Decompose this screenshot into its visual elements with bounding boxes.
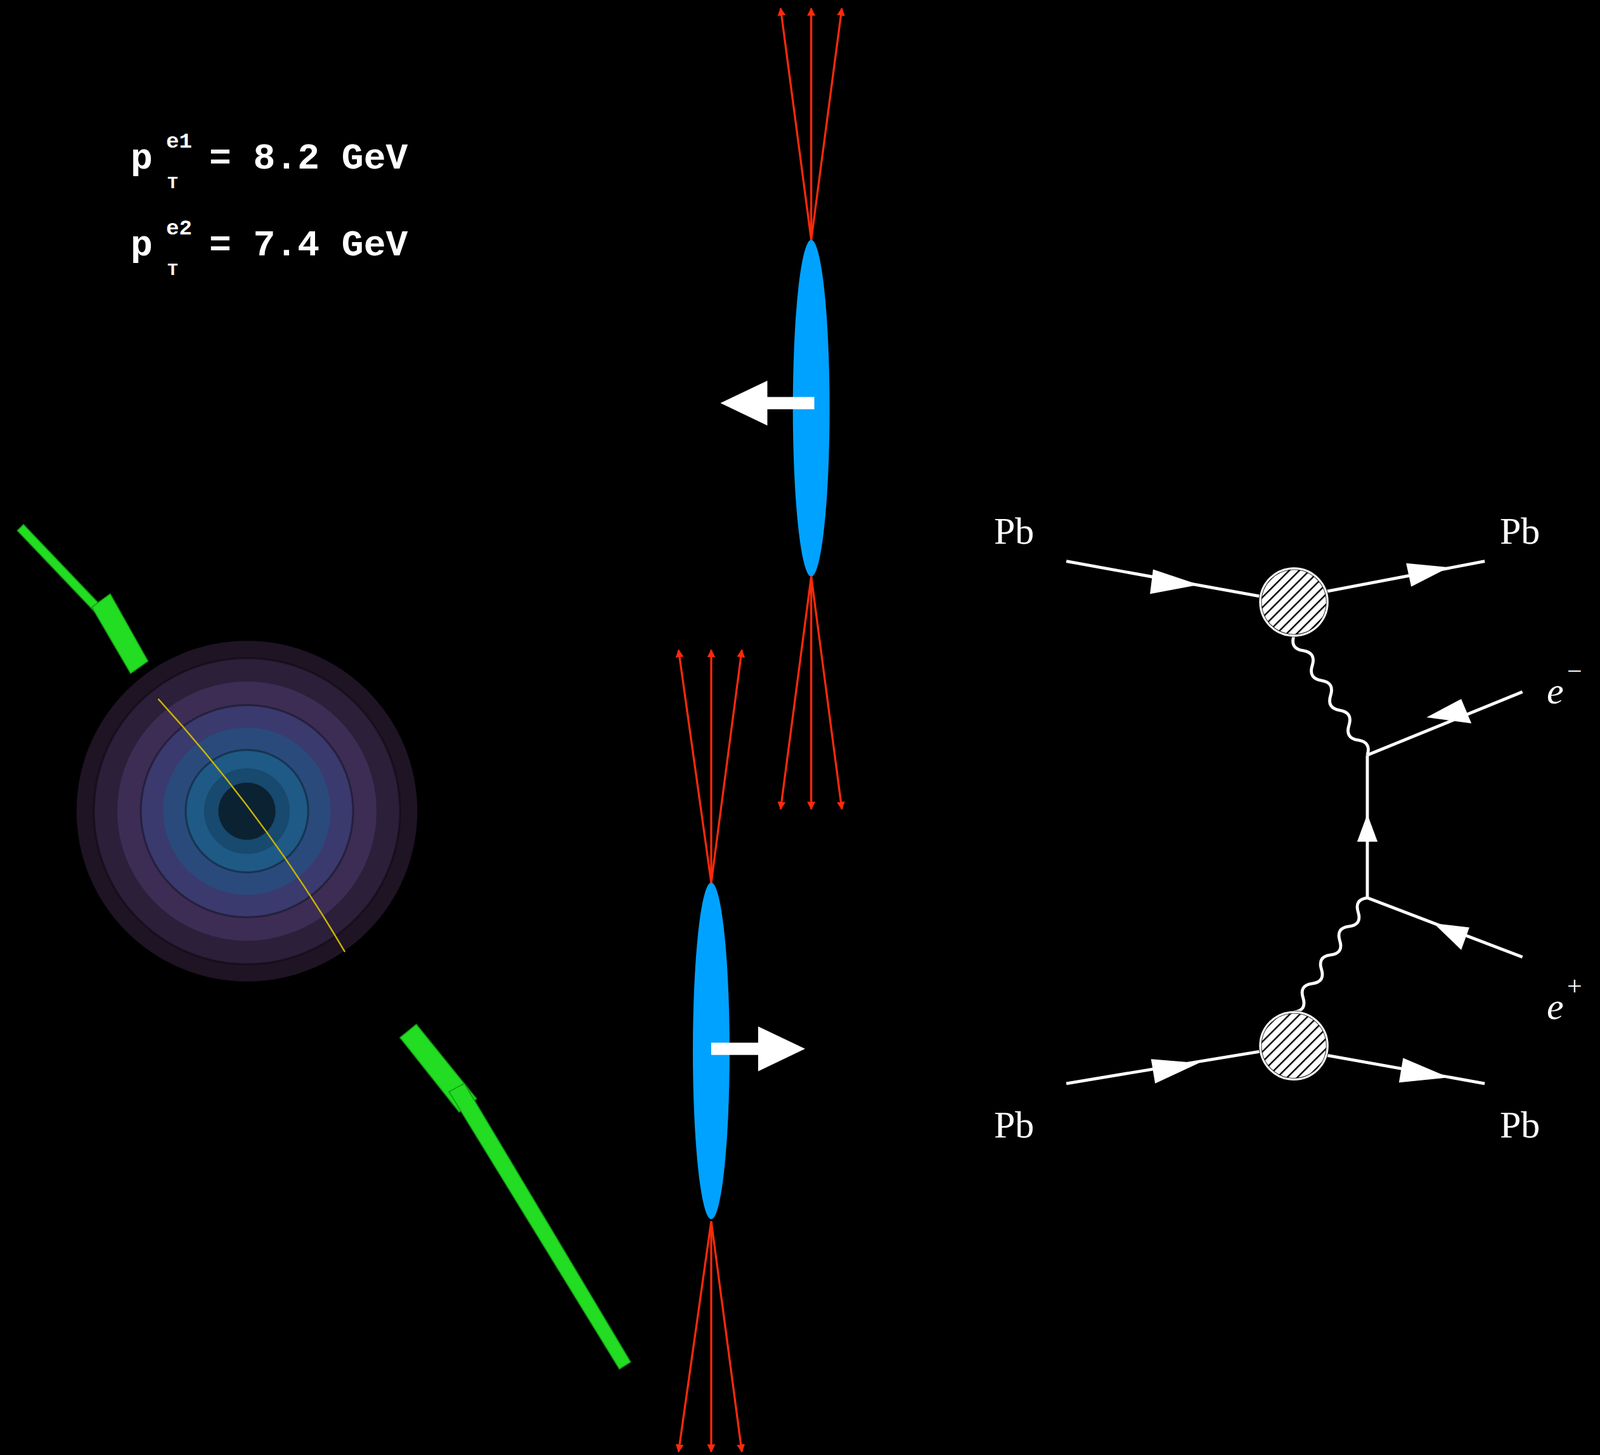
pt-value: = 7.4 GeV bbox=[209, 227, 408, 265]
nucleus-label: Pb bbox=[993, 1106, 1034, 1145]
pt-symbol: p bbox=[130, 140, 153, 178]
direction-arrows bbox=[711, 380, 815, 1072]
nucleus-label: Pb bbox=[1499, 1106, 1540, 1145]
pt-superscript: e2 bbox=[166, 218, 193, 240]
detector-rings bbox=[76, 640, 418, 982]
charge-superscript: + bbox=[1567, 973, 1583, 1000]
lead-nuclei bbox=[692, 240, 830, 1220]
nucleus-label: Pb bbox=[993, 512, 1034, 551]
electron-track bbox=[158, 699, 346, 953]
calorimeter-towers bbox=[17, 524, 631, 1370]
fermion-arrows bbox=[1149, 563, 1472, 1084]
pt-subscript: T bbox=[167, 174, 179, 193]
charge-superscript: − bbox=[1567, 658, 1583, 685]
pt-symbol: p bbox=[130, 227, 153, 265]
pt-subscript: T bbox=[167, 261, 179, 280]
feynman-diagram bbox=[1066, 561, 1523, 1084]
field-lines bbox=[678, 8, 842, 1453]
particle-label: e bbox=[1546, 671, 1564, 710]
particle-label: e bbox=[1546, 987, 1564, 1026]
nucleus-label: Pb bbox=[1499, 512, 1540, 551]
pt-superscript: e1 bbox=[166, 131, 193, 153]
pt-value: = 8.2 GeV bbox=[209, 140, 408, 178]
form-factor-blobs bbox=[1260, 568, 1328, 1080]
